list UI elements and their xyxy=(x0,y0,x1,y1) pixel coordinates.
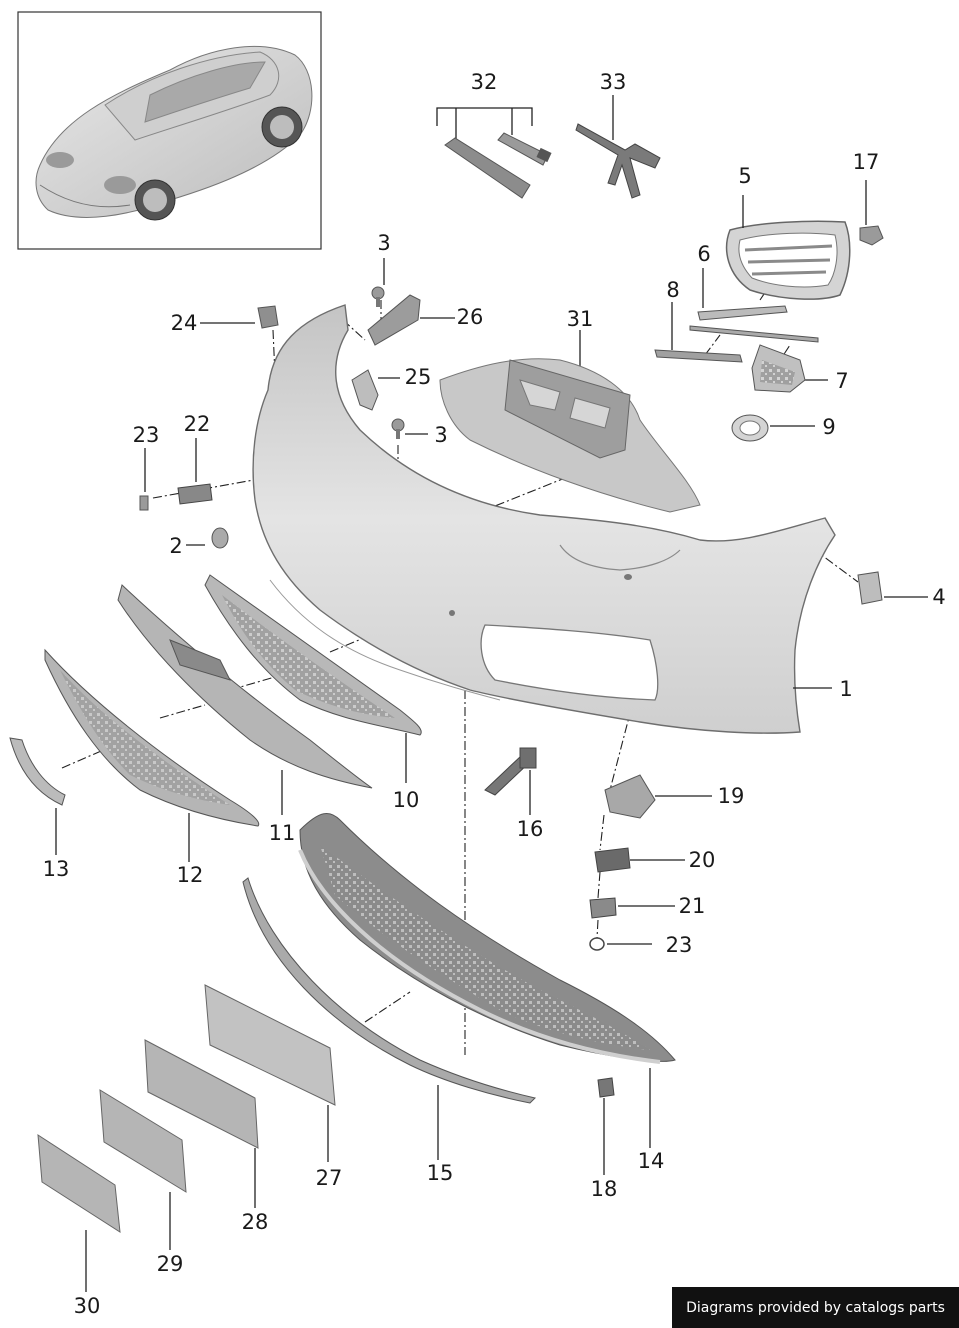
part-14-underbody-panel xyxy=(298,812,676,1148)
label-4: 4 xyxy=(932,585,945,609)
part-10-grille xyxy=(204,574,422,783)
label-16: 16 xyxy=(517,817,544,841)
part-31-deflector xyxy=(439,330,701,513)
label-6: 6 xyxy=(697,242,710,266)
label-10: 10 xyxy=(393,788,420,812)
label-3-top: 3 xyxy=(377,231,390,255)
label-11: 11 xyxy=(269,821,296,845)
part-8-strip xyxy=(654,302,743,363)
part-9-ring xyxy=(731,414,815,442)
label-13: 13 xyxy=(43,857,70,881)
part-27-plate-bracket xyxy=(204,984,336,1162)
label-8: 8 xyxy=(666,278,679,302)
label-26: 26 xyxy=(457,305,484,329)
part-20-sensor xyxy=(594,847,685,873)
label-7: 7 xyxy=(835,369,848,393)
label-25: 25 xyxy=(405,365,432,389)
part-19-sensor-holder xyxy=(604,774,712,819)
part-26-bracket xyxy=(367,294,455,346)
label-18: 18 xyxy=(591,1177,618,1201)
part-3-clip-mid xyxy=(391,418,428,439)
part-2-cap xyxy=(186,527,229,549)
part-23-grommet-left xyxy=(139,448,149,511)
label-21: 21 xyxy=(679,894,706,918)
part-18-clip xyxy=(597,1077,615,1175)
part-3-clip-top xyxy=(371,258,385,307)
part-22-sensor xyxy=(177,438,213,505)
label-23-right: 23 xyxy=(666,933,693,957)
label-5: 5 xyxy=(738,164,751,188)
vehicle-thumbnail xyxy=(17,11,322,250)
label-17: 17 xyxy=(853,150,880,174)
part-24-clip xyxy=(200,305,279,329)
part-33-caulking-gun xyxy=(575,95,661,199)
label-15: 15 xyxy=(427,1161,454,1185)
label-22: 22 xyxy=(184,412,211,436)
part-28-plate-bracket xyxy=(144,1039,259,1208)
label-29: 29 xyxy=(157,1252,184,1276)
part-6-strip xyxy=(689,268,819,343)
label-2: 2 xyxy=(169,534,182,558)
callout-labels: 1 2 3 3 4 5 6 7 8 9 10 11 12 13 14 15 16… xyxy=(43,70,946,1318)
part-11-grille xyxy=(117,584,373,815)
label-3-mid: 3 xyxy=(434,423,447,447)
part-25-bracket xyxy=(351,369,400,411)
catalog-credit-text: Diagrams provided by catalogs parts xyxy=(686,1299,945,1316)
label-19: 19 xyxy=(718,784,745,808)
label-24: 24 xyxy=(171,311,198,335)
part-1-bumper-cover xyxy=(252,304,836,734)
label-1: 1 xyxy=(839,677,852,701)
label-33: 33 xyxy=(600,70,627,94)
label-12: 12 xyxy=(177,863,204,887)
label-28: 28 xyxy=(242,1210,269,1234)
label-20: 20 xyxy=(689,848,716,872)
part-17-clip xyxy=(859,180,884,246)
part-21-sensor xyxy=(589,897,675,919)
part-23-grommet-right xyxy=(589,937,652,951)
label-23-left: 23 xyxy=(133,423,160,447)
catalog-credit-banner: Diagrams provided by catalogs parts xyxy=(672,1287,959,1328)
label-9: 9 xyxy=(822,415,835,439)
part-4-bracket xyxy=(857,571,928,605)
part-5-grille-frame xyxy=(725,220,851,300)
part-13-bracket xyxy=(9,737,66,855)
part-12-grille xyxy=(44,648,260,862)
label-31: 31 xyxy=(567,307,594,331)
label-32: 32 xyxy=(471,70,498,94)
label-30: 30 xyxy=(74,1294,101,1318)
part-32-sealant-set xyxy=(436,107,552,199)
part-29-plate-bracket xyxy=(99,1089,187,1250)
part-7-bracket xyxy=(751,344,828,393)
part-15-strip xyxy=(242,877,536,1160)
part-30-plate-bracket xyxy=(37,1134,121,1292)
label-27: 27 xyxy=(316,1166,343,1190)
part-16-sensor xyxy=(484,747,537,815)
label-14: 14 xyxy=(638,1149,665,1173)
